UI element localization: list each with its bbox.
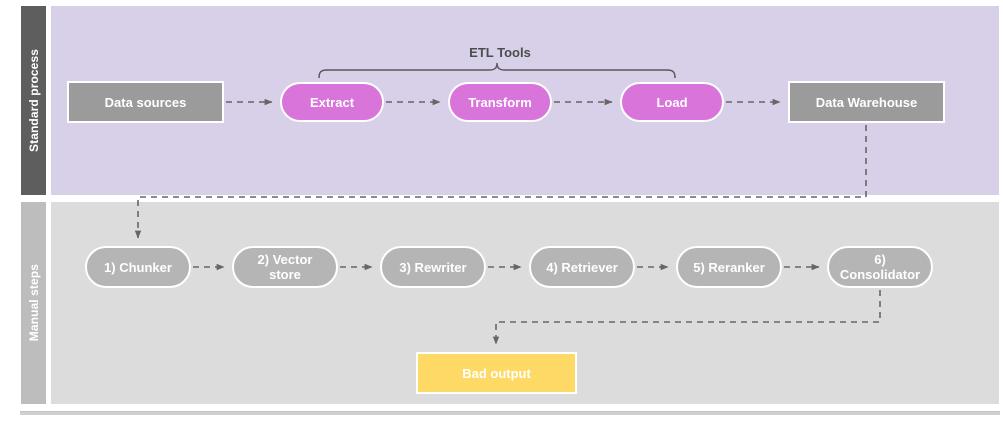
node-chunker[interactable]: 1) Chunker — [85, 246, 191, 288]
node-data-warehouse[interactable]: Data Warehouse — [788, 81, 945, 123]
node-extract[interactable]: Extract — [280, 82, 384, 122]
node-load[interactable]: Load — [620, 82, 724, 122]
node-bad-output-label: Bad output — [462, 365, 531, 381]
node-load-label: Load — [656, 94, 688, 110]
node-vector-store[interactable]: 2) Vector store — [232, 246, 338, 288]
bottom-divider — [20, 411, 1000, 415]
swimlane-label-standard-process-text: Standard process — [26, 49, 41, 152]
node-data-sources-label: Data sources — [104, 94, 187, 110]
node-consolidator[interactable]: 6) Consolidator — [827, 246, 933, 288]
node-transform[interactable]: Transform — [448, 82, 552, 122]
swimlane-label-manual-steps-text: Manual steps — [26, 264, 41, 342]
node-reranker-label: 5) Reranker — [693, 259, 765, 275]
node-reranker[interactable]: 5) Reranker — [676, 246, 782, 288]
node-rewriter-label: 3) Rewriter — [399, 259, 467, 275]
etl-tools-label: ETL Tools — [469, 45, 531, 60]
swimlane-label-standard-process: Standard process — [20, 5, 47, 196]
node-data-sources[interactable]: Data sources — [67, 81, 224, 123]
swimlane-label-manual-steps: Manual steps — [20, 201, 47, 405]
node-retriever-label: 4) Retriever — [546, 259, 618, 275]
node-rewriter[interactable]: 3) Rewriter — [380, 246, 486, 288]
node-chunker-label: 1) Chunker — [104, 259, 172, 275]
node-transform-label: Transform — [468, 94, 532, 110]
node-extract-label: Extract — [309, 94, 355, 110]
node-vector-store-label: 2) Vector store — [257, 252, 313, 282]
node-bad-output[interactable]: Bad output — [416, 352, 577, 394]
node-data-warehouse-label: Data Warehouse — [815, 94, 918, 110]
node-retriever[interactable]: 4) Retriever — [529, 246, 635, 288]
node-consolidator-label: 6) Consolidator — [839, 252, 921, 282]
